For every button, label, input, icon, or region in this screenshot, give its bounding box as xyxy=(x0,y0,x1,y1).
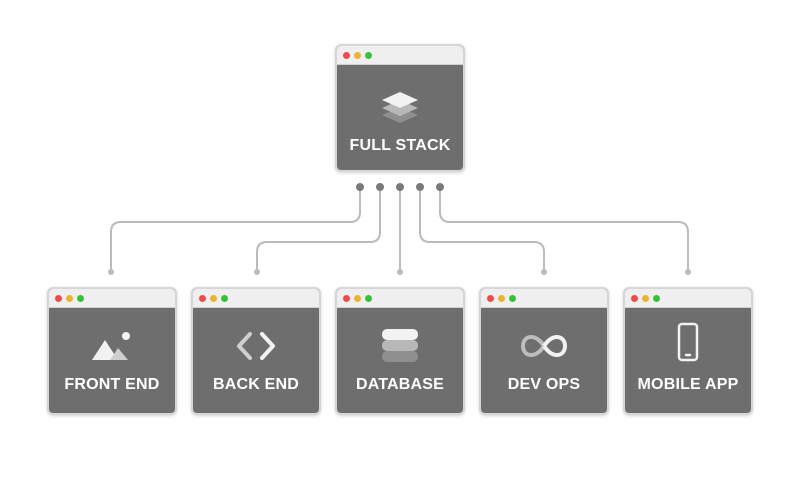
minimize-dot xyxy=(210,294,217,302)
full-stack-window: FULL STACK xyxy=(335,44,465,172)
connector-front-end xyxy=(110,187,361,272)
connector-dev-ops xyxy=(419,187,545,272)
close-dot xyxy=(343,51,350,59)
connector-dot xyxy=(396,183,404,191)
maximize-dot xyxy=(509,294,516,302)
close-dot xyxy=(631,294,638,302)
layers-icon xyxy=(337,89,463,127)
dev-ops-label: DEV OPS xyxy=(507,376,581,393)
mobile-app-label: MOBILE APP xyxy=(637,376,739,393)
connector-back-end xyxy=(256,187,381,272)
connector-dot xyxy=(376,183,384,191)
connector-mobile-app xyxy=(439,187,689,272)
window-titlebar xyxy=(49,289,175,308)
close-dot xyxy=(343,294,350,302)
connector-end-dot xyxy=(108,269,114,275)
window-titlebar xyxy=(193,289,319,308)
infinity-icon xyxy=(481,330,607,362)
mobile-app-window: MOBILE APP xyxy=(623,287,753,415)
window-titlebar xyxy=(337,289,463,308)
dev-ops-window: DEV OPS xyxy=(479,287,609,415)
connector-end-dot xyxy=(541,269,547,275)
full-stack-label: FULL STACK xyxy=(349,137,451,154)
close-dot xyxy=(487,294,494,302)
maximize-dot xyxy=(77,294,84,302)
connector-end-dot xyxy=(685,269,691,275)
smartphone-icon xyxy=(625,322,751,362)
minimize-dot xyxy=(354,51,361,59)
maximize-dot xyxy=(653,294,660,302)
connector-end-dot xyxy=(397,269,403,275)
connector-dot xyxy=(436,183,444,191)
connector-dot xyxy=(416,183,424,191)
back-end-window: BACK END xyxy=(191,287,321,415)
code-brackets-icon xyxy=(193,330,319,362)
window-titlebar xyxy=(337,46,463,65)
database-icon xyxy=(337,326,463,366)
back-end-label: BACK END xyxy=(212,376,300,393)
minimize-dot xyxy=(642,294,649,302)
front-end-window: FRONT END xyxy=(47,287,177,415)
minimize-dot xyxy=(66,294,73,302)
database-window: DATABASE xyxy=(335,287,465,415)
maximize-dot xyxy=(365,294,372,302)
close-dot xyxy=(55,294,62,302)
maximize-dot xyxy=(221,294,228,302)
minimize-dot xyxy=(354,294,361,302)
connector-end-dot xyxy=(254,269,260,275)
close-dot xyxy=(199,294,206,302)
minimize-dot xyxy=(498,294,505,302)
window-titlebar xyxy=(625,289,751,308)
front-end-label: FRONT END xyxy=(64,376,160,393)
connector-dot xyxy=(356,183,364,191)
window-titlebar xyxy=(481,289,607,308)
image-icon xyxy=(49,330,175,362)
database-label: DATABASE xyxy=(355,376,445,393)
maximize-dot xyxy=(365,51,372,59)
